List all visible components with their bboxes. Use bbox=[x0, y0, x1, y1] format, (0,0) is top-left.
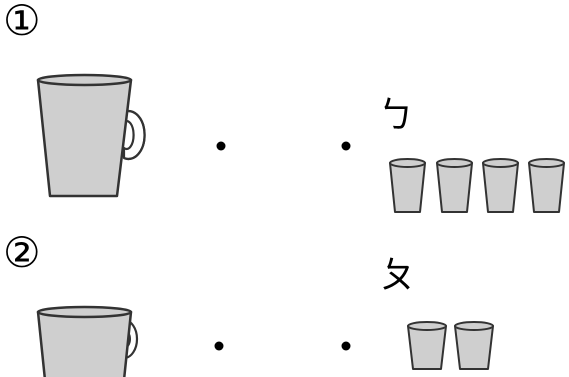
mug-icon bbox=[36, 305, 139, 377]
cup-icon bbox=[436, 158, 473, 213]
small-cups-group-1 bbox=[389, 158, 565, 213]
match-dot-left-2[interactable] bbox=[214, 341, 224, 351]
match-dot-right-1[interactable] bbox=[341, 141, 351, 151]
small-cups-group-2 bbox=[407, 321, 494, 370]
cup-icon bbox=[389, 158, 426, 213]
answer-option-1: ㄅ bbox=[378, 95, 415, 136]
mug-icon bbox=[36, 73, 146, 198]
cup-icon bbox=[482, 158, 519, 213]
cup-icon bbox=[407, 321, 447, 370]
answer-option-2: ㄆ bbox=[380, 255, 417, 296]
question-number-1: ① bbox=[3, 0, 41, 45]
question-number-2: ② bbox=[3, 228, 41, 277]
match-dot-right-2[interactable] bbox=[341, 341, 351, 351]
match-dot-left-1[interactable] bbox=[216, 141, 226, 151]
cup-icon bbox=[454, 321, 494, 370]
cup-icon bbox=[528, 158, 565, 213]
